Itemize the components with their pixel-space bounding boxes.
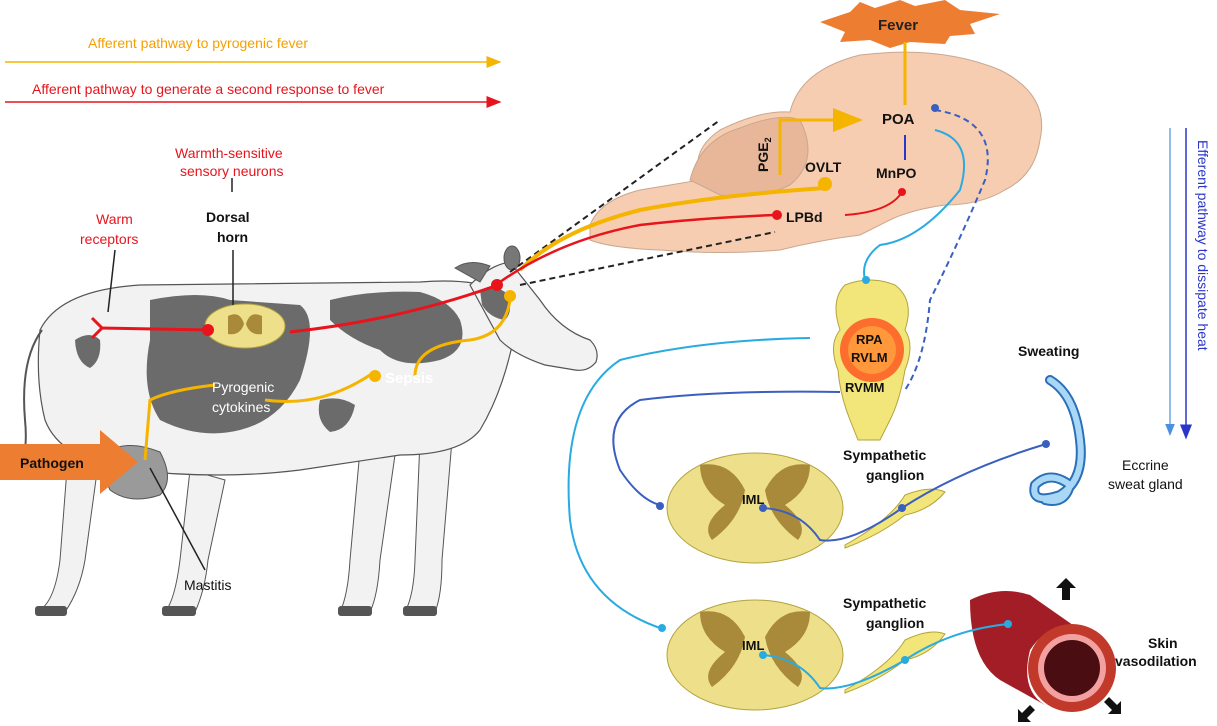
poa-label: POA bbox=[882, 111, 915, 128]
dorsal-horn-label-line2: horn bbox=[217, 229, 248, 245]
ovlt-label: OVLT bbox=[805, 159, 842, 175]
sweating-label: Sweating bbox=[1018, 343, 1079, 359]
fever-burst-icon: Fever bbox=[820, 0, 1000, 48]
legend-efferent-label: Efferent pathway to dissipate heat bbox=[1195, 140, 1211, 351]
legend-second-label: Afferent pathway to generate a second re… bbox=[32, 81, 385, 97]
brainstem-icon: RPA RVLM RVMM bbox=[833, 279, 911, 441]
rpa-label: RPA bbox=[856, 332, 883, 347]
sepsis-label: Sepsis bbox=[385, 370, 433, 387]
warm-receptors-label-line2: receptors bbox=[80, 231, 138, 247]
pathogen-label: Pathogen bbox=[20, 455, 84, 471]
sympathetic-ganglion-2-label-line1: Sympathetic bbox=[843, 595, 926, 611]
eccrine-label-line1: Eccrine bbox=[1122, 457, 1169, 473]
fever-label: Fever bbox=[878, 17, 918, 34]
sweat-gland-icon bbox=[1029, 375, 1086, 506]
mnpo-label: MnPO bbox=[876, 165, 917, 181]
legend-fever-label: Afferent pathway to pyrogenic fever bbox=[88, 35, 308, 51]
rvlm-label: RVLM bbox=[851, 350, 888, 365]
sympathetic-ganglion-2-label-line2: ganglion bbox=[866, 615, 924, 631]
sympathetic-ganglion-1-icon bbox=[844, 488, 946, 549]
sympathetic-ganglion-2-icon bbox=[844, 631, 946, 694]
blood-vessel-icon bbox=[970, 578, 1121, 722]
sympathetic-ganglion-1-label-line2: ganglion bbox=[866, 467, 924, 483]
warm-receptors-label-line1: Warm bbox=[96, 211, 133, 227]
lpbd-label: LPBd bbox=[786, 209, 823, 225]
pyrogenic-label-line2: cytokines bbox=[212, 399, 270, 415]
spinal-cord-1-icon: IML bbox=[666, 452, 844, 564]
pyrogenic-label-line1: Pyrogenic bbox=[212, 379, 274, 395]
dorsal-horn-label-line1: Dorsal bbox=[206, 209, 250, 225]
pathogen-arrow: Pathogen bbox=[0, 430, 138, 494]
pge2-label: PGE2 bbox=[755, 137, 773, 172]
warmth-sensitive-label-line1: Warmth-sensitive bbox=[175, 145, 283, 161]
rvmm-label: RVMM bbox=[845, 380, 884, 395]
dorsal-horn-spinal-cord-icon bbox=[204, 303, 286, 349]
spinal-cord-2-icon: IML bbox=[666, 599, 844, 711]
iml-1-label: IML bbox=[742, 492, 764, 507]
warmth-sensitive-label-line2: sensory neurons bbox=[180, 163, 284, 179]
brain-icon bbox=[589, 51, 1043, 253]
skin-vasodilation-label-line2: vasodilation bbox=[1115, 653, 1197, 669]
legend: Afferent pathway to pyrogenic fever Affe… bbox=[5, 35, 1211, 440]
mastitis-label: Mastitis bbox=[184, 577, 231, 593]
sympathetic-ganglion-1-label-line1: Sympathetic bbox=[843, 447, 926, 463]
skin-vasodilation-label-line1: Skin bbox=[1148, 635, 1178, 651]
eccrine-label-line2: sweat gland bbox=[1108, 476, 1183, 492]
iml-2-label: IML bbox=[742, 638, 764, 653]
